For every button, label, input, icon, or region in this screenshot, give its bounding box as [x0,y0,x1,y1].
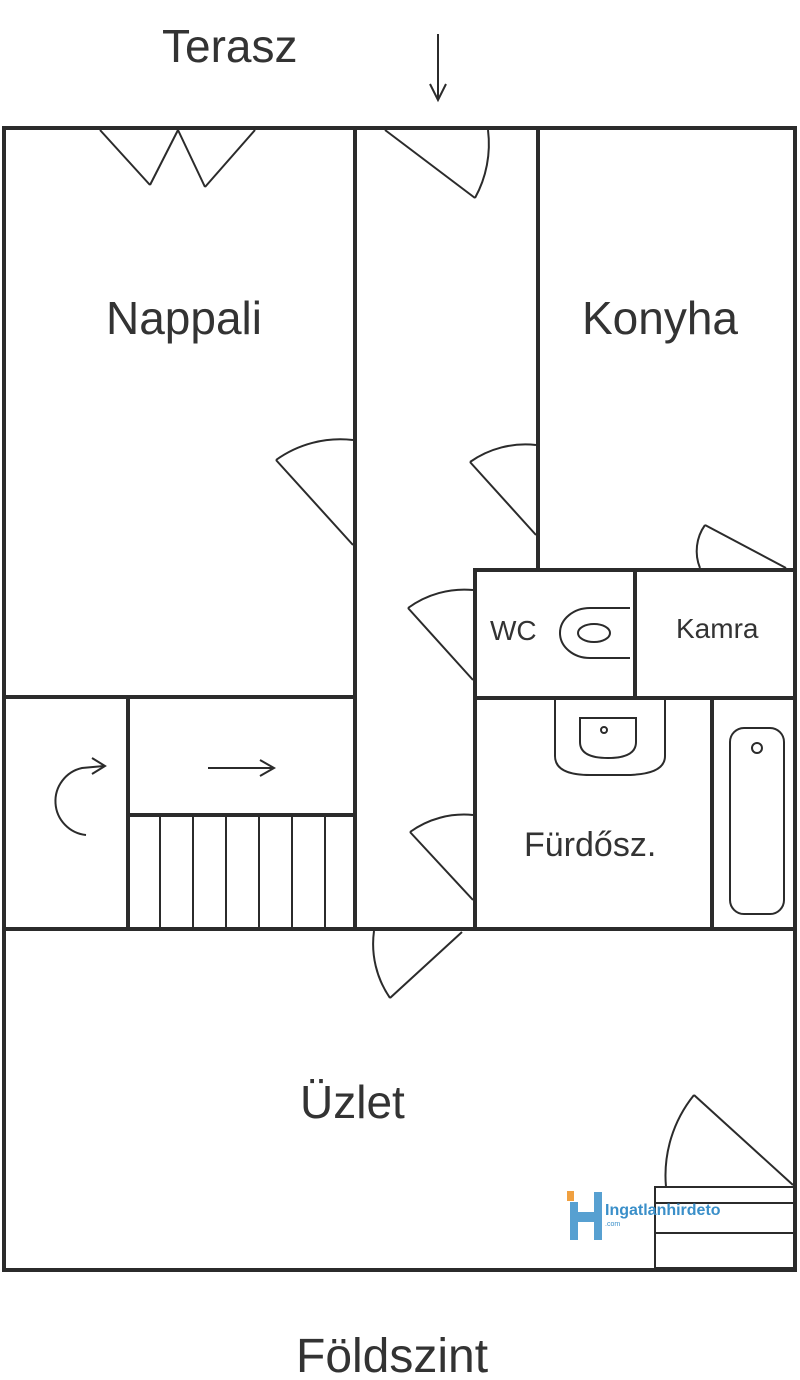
staircase [159,815,326,929]
wc-label: WC [490,615,537,646]
wc-door [407,588,474,681]
interior-walls [2,126,797,931]
entry-arrow-icon [429,34,447,103]
sink-icon [554,700,666,776]
bathroom-door [409,813,474,901]
pantry-label: Kamra [676,613,759,644]
kitchen-door [469,443,537,536]
shop-door [372,930,463,999]
floor-title: Földszint [296,1330,488,1380]
watermark-suffix: .com [605,1221,620,1228]
bathroom-label: Fürdősz. [524,826,656,864]
living-room-label: Nappali [106,292,262,344]
stair-direction-arrow-icon [208,759,277,777]
entrance-step [654,1186,796,1269]
terrace-label: Terasz [162,20,297,72]
shop-label: Üzlet [300,1076,405,1128]
watermark-logo: Ingatlanhirdeto .com [567,1191,721,1240]
watermark-brand: Ingatlanhirdeto [605,1202,721,1219]
turn-arrow-icon [54,757,107,836]
living-room-door [275,438,354,546]
bathtub-icon [729,727,785,915]
hall-entry-door [384,129,490,199]
pantry-door [695,524,787,569]
kitchen-label: Konyha [582,292,738,344]
terrace-double-door [99,129,256,188]
toilet-icon [559,607,630,659]
street-door [664,1094,794,1188]
